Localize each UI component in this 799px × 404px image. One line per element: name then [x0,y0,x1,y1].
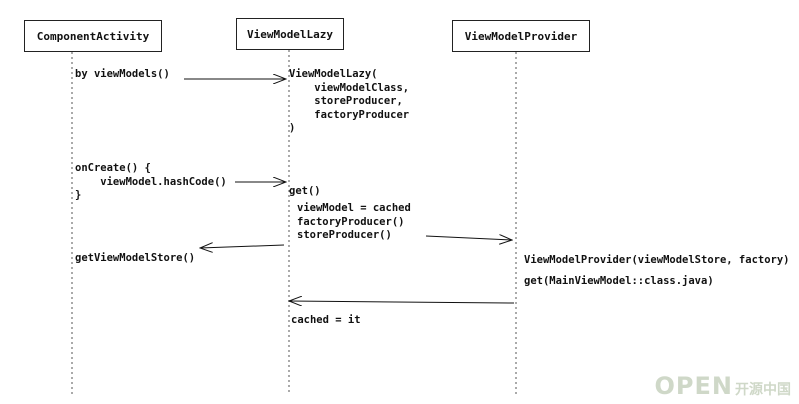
message-get-view-model-store: getViewModelStore() [75,252,196,264]
message-view-model-lazy-ctor: ViewModelLazy( viewModelClass, storeProd… [289,68,410,134]
message-provider-get: get(MainViewModel::class.java) [524,275,714,287]
message-by-view-models: by viewModels() [75,68,170,80]
arrow-get-view-model-store [200,245,285,248]
message-get-body: viewModel = cached factoryProducer() sto… [297,202,411,241]
arrow-to-provider [425,236,512,240]
watermark-text: OPEN [654,372,733,400]
participant-component-activity: ComponentActivity [24,20,162,52]
message-provider-ctor: ViewModelProvider(viewModelStore, factor… [524,254,790,266]
message-cached-it: cached = it [291,314,361,326]
participant-view-model-provider: ViewModelProvider [452,20,590,52]
message-on-create: onCreate() { viewModel.hashCode() } [75,162,227,201]
arrow-cached [289,301,515,303]
message-get: get() [289,185,321,197]
watermark-suffix: 开源中国 [735,382,791,398]
participant-view-model-lazy: ViewModelLazy [236,18,344,50]
